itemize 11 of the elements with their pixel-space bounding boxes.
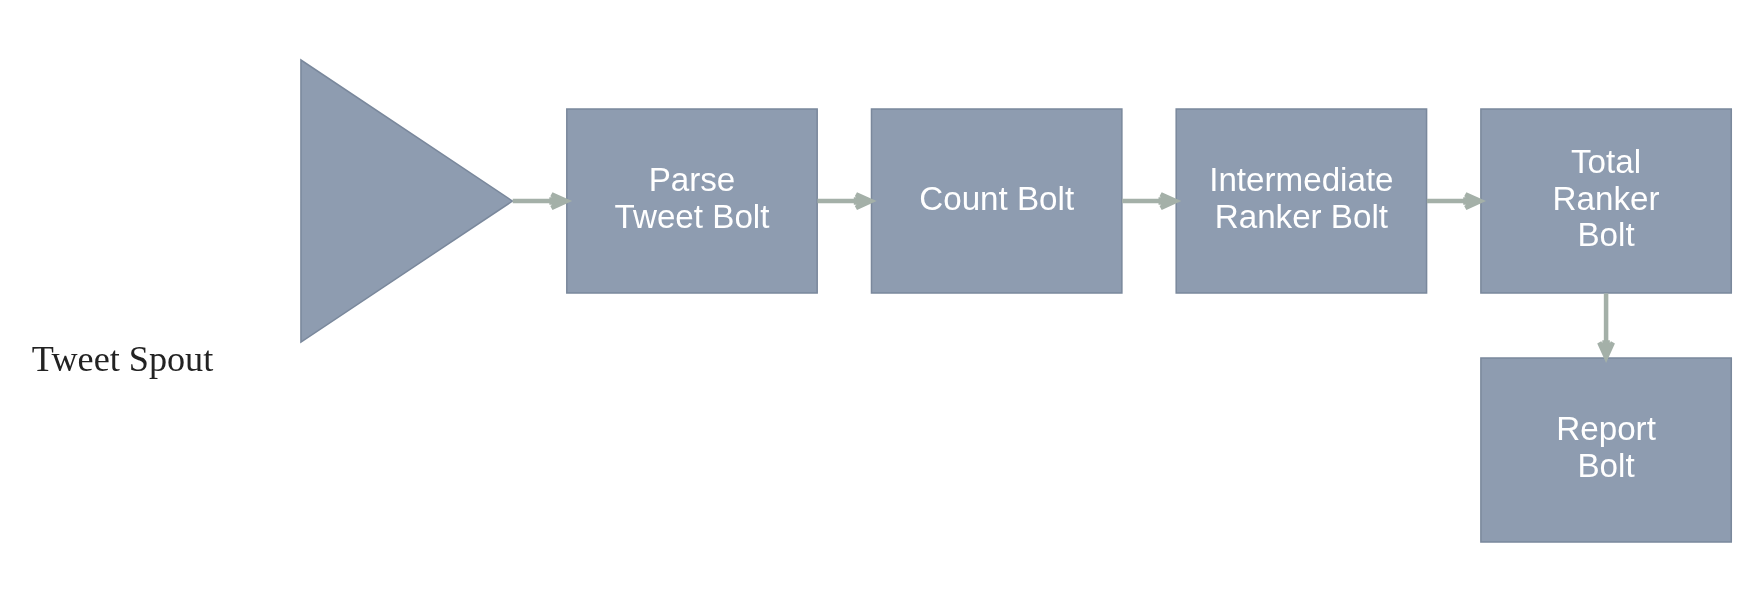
node-box: Report Bolt <box>1480 357 1733 543</box>
node-box: Count Bolt <box>870 108 1123 294</box>
node-box: Intermediate Ranker Bolt <box>1175 108 1428 294</box>
arrow <box>512 192 569 211</box>
arrow <box>1122 192 1179 211</box>
arrow <box>1597 293 1616 360</box>
node-box: Parse Tweet Bolt <box>566 108 818 294</box>
arrow <box>1426 192 1483 211</box>
arrow <box>817 192 874 211</box>
node-label: Tweet Spout <box>31 339 214 380</box>
node-box: Total Ranker Bolt <box>1480 108 1733 294</box>
